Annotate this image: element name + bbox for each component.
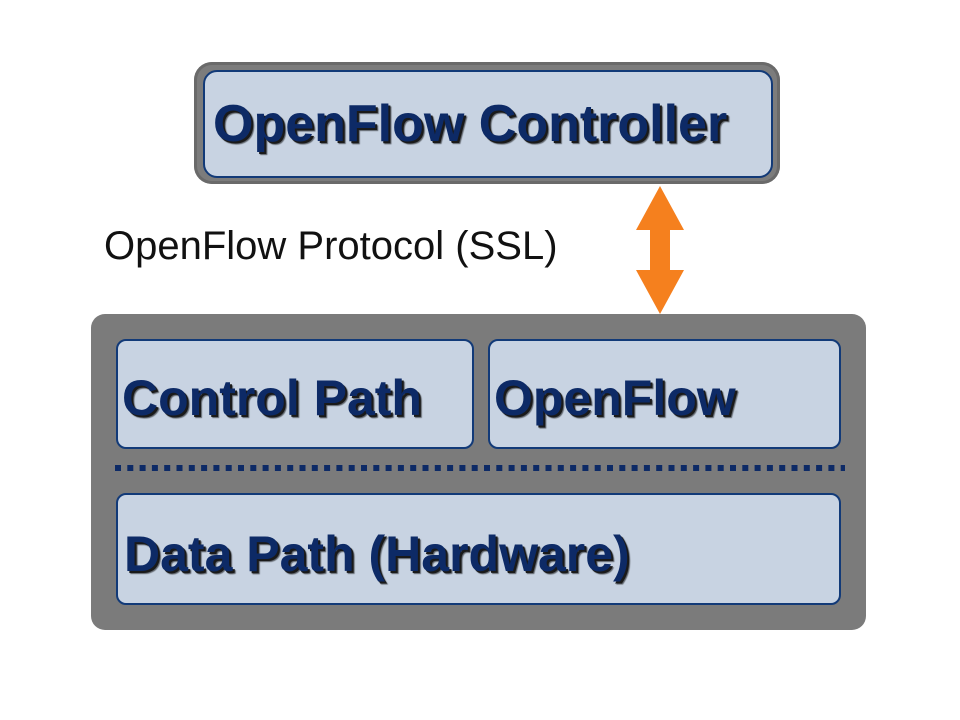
controller-label: OpenFlow Controller xyxy=(213,95,728,153)
data-path-label: Data Path (Hardware) xyxy=(124,526,630,582)
control-path-box: Control Path xyxy=(116,339,474,449)
openflow-label: OpenFlow xyxy=(494,370,736,426)
dotted-divider xyxy=(115,465,845,471)
arrow-shape xyxy=(636,186,684,314)
controller-box: OpenFlow Controller xyxy=(203,70,773,178)
control-path-label: Control Path xyxy=(122,370,422,426)
openflow-box: OpenFlow xyxy=(488,339,841,449)
data-path-box: Data Path (Hardware) xyxy=(116,493,841,605)
double-headed-vertical-arrow-icon xyxy=(636,186,684,314)
protocol-label: OpenFlow Protocol (SSL) xyxy=(104,224,558,268)
